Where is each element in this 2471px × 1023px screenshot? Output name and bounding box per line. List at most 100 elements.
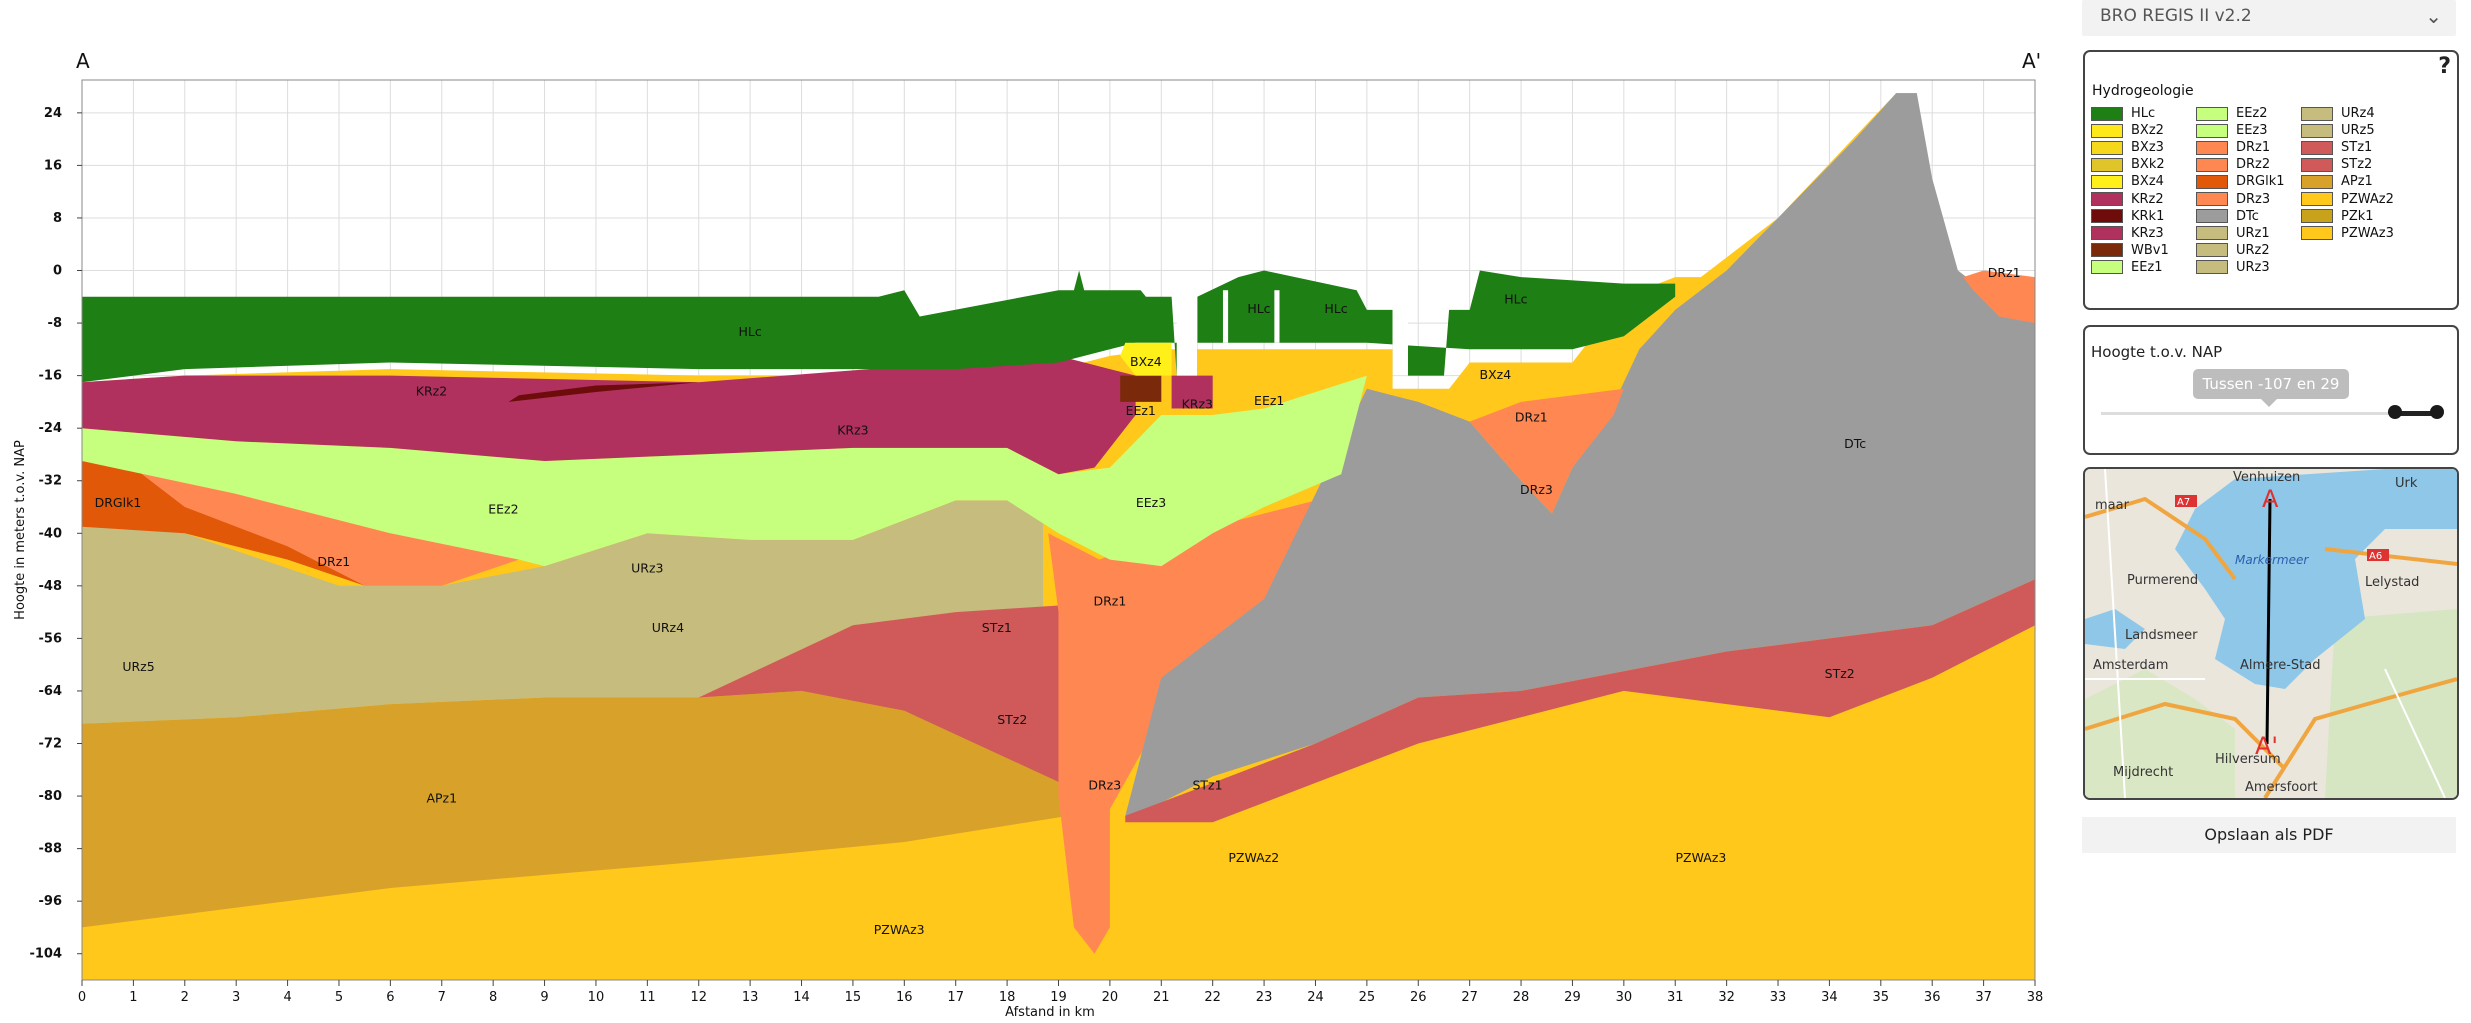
y-axis: 241680-8-16-24-32-40-48-56-64-72-80-88-9…: [29, 106, 82, 962]
profile-start-label: A: [76, 49, 90, 73]
legend-swatch: [2301, 209, 2333, 224]
unit-label: DRz1: [1093, 594, 1126, 609]
no-data-strip: [1392, 296, 1408, 376]
legend-swatch: [2091, 243, 2123, 258]
layer-eez2: [82, 375, 1367, 567]
map-place-label: Markermeer: [2235, 553, 2309, 567]
legend-item-eez2: EEz2: [2196, 105, 2285, 122]
legend-item-urz4: URz4: [2301, 105, 2394, 122]
legend-item-stz2: STz2: [2301, 156, 2394, 173]
layer-areas: [82, 93, 2035, 980]
legend-item-pzk1: PZk1: [2301, 208, 2394, 225]
map-place-label: Amsterdam: [2093, 658, 2168, 673]
legend-swatch: [2196, 157, 2228, 172]
layer-stz1: [698, 605, 1090, 797]
y-tick-label: -64: [39, 684, 63, 699]
legend-swatch: [2091, 123, 2123, 138]
layer-drz1: [1469, 388, 1624, 514]
unit-label: KRz3: [1182, 396, 1213, 411]
layer-krz3: [1171, 375, 1213, 409]
legend-label: URz4: [2341, 106, 2375, 122]
y-tick-label: -104: [29, 947, 62, 962]
unit-label: BXz4: [1480, 367, 1512, 382]
model-select[interactable]: BRO REGIS II v2.2 ⌄: [2082, 0, 2456, 36]
unit-label: PZWAz3: [874, 922, 925, 937]
unit-label: DRz1: [1988, 265, 2021, 280]
no-data-strip: [1222, 290, 1229, 343]
map-end-marker: A': [2255, 732, 2278, 760]
markermeer-water: [2175, 469, 2457, 689]
x-tick-label: 7: [438, 990, 446, 1005]
x-tick-label: 19: [1050, 990, 1067, 1005]
legend-item-urz2: URz2: [2196, 242, 2285, 259]
legend-label: STz2: [2341, 157, 2373, 173]
legend-item-drz3: DRz3: [2196, 190, 2285, 207]
x-axis-title: Afstand in km: [1005, 1005, 1095, 1020]
unit-label: DTc: [1844, 436, 1866, 451]
x-tick-label: 28: [1513, 990, 1530, 1005]
y-tick-label: -32: [39, 474, 63, 489]
save-pdf-button[interactable]: Opslaan als PDF: [2082, 817, 2456, 853]
unit-label: HLc: [1324, 301, 1347, 316]
map-green-area: [2325, 609, 2457, 798]
x-tick-label: 23: [1256, 990, 1273, 1005]
x-tick-label: 32: [1718, 990, 1735, 1005]
legend-label: DRz3: [2236, 191, 2271, 207]
y-tick-label: -24: [39, 421, 63, 436]
legend-swatch: [2091, 209, 2123, 224]
legend-swatch: [2091, 192, 2123, 207]
unit-label: STz1: [982, 620, 1012, 635]
legend-label: BXz4: [2131, 174, 2164, 190]
x-tick-label: 9: [540, 990, 548, 1005]
chevron-down-icon[interactable]: ⌄: [2425, 4, 2442, 28]
x-tick-label: 31: [1667, 990, 1684, 1005]
layer-urz5: [82, 500, 1044, 724]
legend-swatch: [2091, 174, 2123, 189]
range-slider-track[interactable]: [2101, 412, 2437, 415]
legend-label: PZWAz3: [2341, 225, 2394, 241]
range-slider-min-handle[interactable]: [2388, 405, 2402, 419]
x-tick-label: 13: [742, 990, 759, 1005]
y-tick-label: 24: [44, 106, 62, 121]
unit-label: DRz1: [1515, 410, 1548, 425]
unit-label: DRz1: [317, 554, 350, 569]
x-tick-label: 18: [999, 990, 1016, 1005]
x-tick-label: 6: [386, 990, 394, 1005]
unit-label: DRz3: [1520, 482, 1553, 497]
legend-item-bxz2: BXz2: [2091, 122, 2169, 139]
legend-label: URz3: [2236, 259, 2270, 275]
legend-label: URz5: [2341, 123, 2375, 139]
x-tick-label: 5: [335, 990, 343, 1005]
legend-swatch: [2196, 226, 2228, 241]
legend-label: BXz3: [2131, 140, 2164, 156]
legend-item-dtc: DTc: [2196, 208, 2285, 225]
map-place-label: Almere-Stad: [2240, 658, 2320, 673]
help-icon[interactable]: ?: [2438, 54, 2451, 79]
unit-label: STz1: [1192, 777, 1222, 792]
legend-item-krz3: KRz3: [2091, 225, 2169, 242]
legend-item-stz1: STz1: [2301, 139, 2394, 156]
x-tick-label: 12: [690, 990, 707, 1005]
layer-drglk1: [82, 461, 365, 586]
range-slider-max-handle[interactable]: [2430, 405, 2444, 419]
layer-dtc: [1125, 93, 2035, 816]
legend-label: WBv1: [2131, 242, 2169, 258]
legend-swatch: [2301, 192, 2333, 207]
map-place-label: Amersfoort: [2245, 780, 2318, 795]
unit-label: KRz3: [837, 423, 868, 438]
x-tick-label: 26: [1410, 990, 1427, 1005]
unit-label: HLc: [739, 324, 762, 339]
legend-label: DRz1: [2236, 140, 2271, 156]
legend-item-drglk1: DRGlk1: [2196, 173, 2285, 190]
legend-label: BXk2: [2131, 157, 2165, 173]
x-tick-label: 16: [896, 990, 913, 1005]
legend-label: STz1: [2341, 140, 2373, 156]
legend-label: KRk1: [2131, 208, 2165, 224]
x-tick-label: 3: [232, 990, 240, 1005]
y-tick-label: -80: [39, 789, 63, 804]
legend-item-bxz4: BXz4: [2091, 173, 2169, 190]
